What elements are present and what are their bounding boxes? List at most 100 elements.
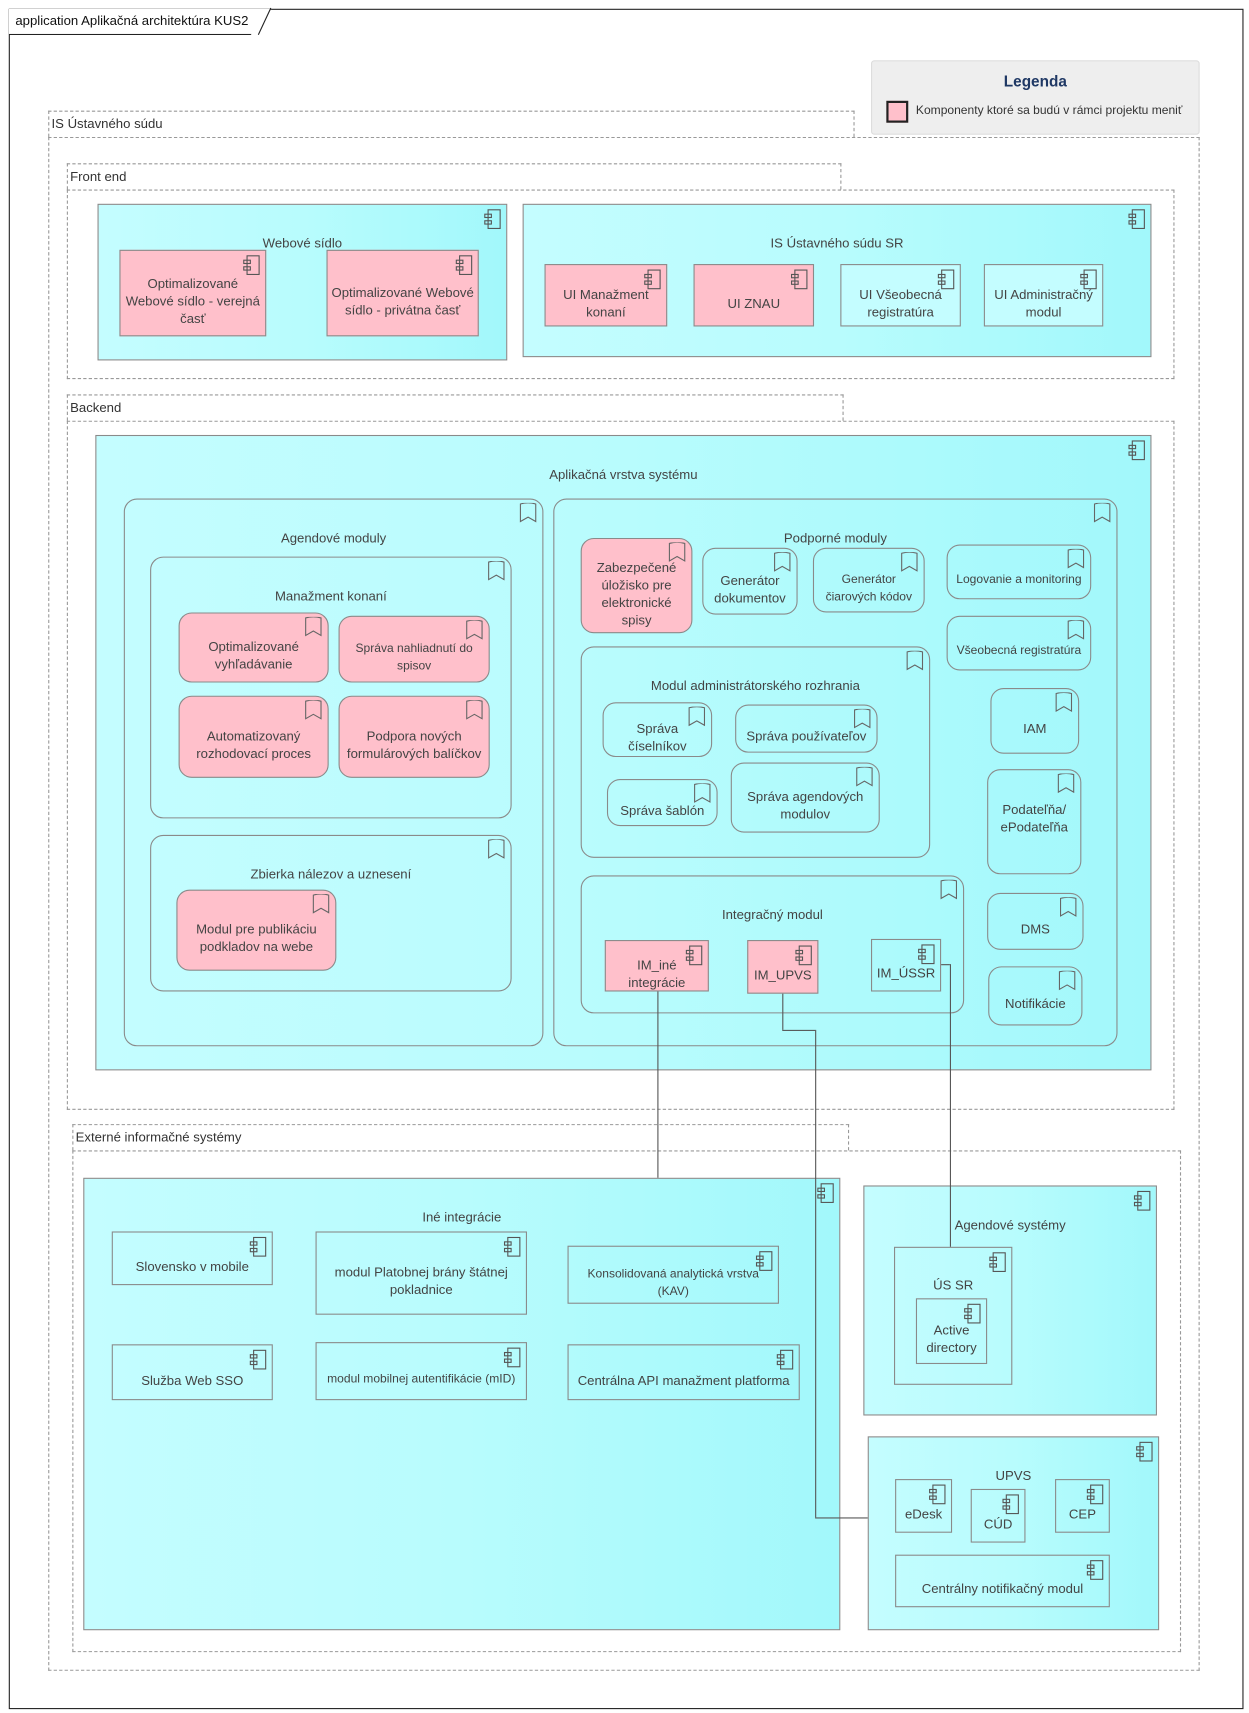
component-im-ine[interactable]: IM_iné integrácie [604,940,709,992]
module-manazment-konani[interactable]: Manažment konaní [150,556,512,819]
bookmark-icon [305,616,322,637]
diagram-title: application Aplikačná architektúra KUS2 [8,8,272,36]
component-mid[interactable]: modul mobilnej autentifikácie (mID) [315,1342,527,1401]
component-icon [791,269,808,290]
module-vseobecna-registratura[interactable]: Všeobecná registratúra [946,615,1092,671]
bookmark-icon [1057,773,1075,794]
component-cep[interactable]: CEP [1055,1479,1110,1533]
bookmark-icon [1059,897,1077,917]
module-sprava-agendovych[interactable]: Správa agendových modulov [730,762,880,833]
bookmark-icon [668,542,686,562]
component-upvs[interactable]: UPVS [867,1436,1160,1631]
module-sprava-ciselnikov[interactable]: Správa číselníkov [602,702,713,758]
bookmark-icon [519,502,537,523]
component-title: Aplikačná vrstva systému [549,466,698,483]
package-external [72,1150,1182,1653]
module-logovanie[interactable]: Logovanie a monitoring [946,544,1092,600]
bookmark-icon [312,894,330,914]
component-icon [755,1251,773,1271]
component-icon [249,1349,267,1370]
module-optimalizovane-vyhladavanie[interactable]: Optimalizované vyhľadávanie [178,612,329,683]
legend-item: Komponenty ktoré sa budú v rámci projekt… [915,104,1183,118]
component-im-upvs[interactable]: IM_UPVS [747,940,819,994]
module-zabezpecene-ulozisko[interactable]: Zabezpečené úložisko pre elektronické sp… [580,537,693,634]
component-ui-admin[interactable]: UI Administračný modul [983,264,1104,327]
connector-im-upvs-seg3 [815,1029,817,1518]
bookmark-icon [488,560,505,581]
component-ine-integracie[interactable]: Iné integrácie [83,1177,841,1631]
component-icon [644,269,661,290]
component-web-public[interactable]: Optimalizované Webové sídlo - verejná ča… [119,249,267,337]
package-external-label: Externé informačné systémy [72,1124,850,1151]
component-ui-manazment[interactable]: UI Manažment konaní [544,264,668,327]
component-icon [503,1347,521,1368]
component-icon [1128,440,1145,461]
bookmark-icon [1067,620,1085,640]
bookmark-icon [906,650,924,671]
bookmark-icon [1093,502,1111,523]
module-zbierka[interactable]: Zbierka nálezov a uznesení [150,834,512,992]
component-api-platforma[interactable]: Centrálna API manažment platforma [567,1344,800,1401]
module-podpora-formularov[interactable]: Podpora nových formulárových balíčkov [338,695,490,778]
component-centralny-notifikacny[interactable]: Centrálny notifikačný modul [895,1554,1110,1608]
module-notifikacie[interactable]: Notifikácie [988,966,1083,1026]
component-icon [455,255,473,275]
component-web-sso[interactable]: Služba Web SSO [111,1344,273,1401]
module-podatelna[interactable]: Podateľňa/ ePodateľňa [987,769,1082,875]
component-icon [484,209,501,229]
component-icon [1128,209,1145,229]
module-admin-rozhranie[interactable]: Modul administrátorského rozhrania [580,646,931,858]
component-slovensko-v-mobile[interactable]: Slovensko v mobile [111,1231,273,1286]
module-integracny[interactable]: Integračný modul [580,875,965,1014]
bookmark-icon [774,552,791,572]
component-title: Iné integrácie [422,1209,502,1225]
bookmark-icon [305,700,322,720]
module-generator-kodov[interactable]: Generátor čiarových kódov [812,547,925,613]
module-automatizovany-proces[interactable]: Automatizovaný rozhodovací proces [178,695,329,778]
component-edesk[interactable]: eDesk [895,1479,953,1533]
component-icon [776,1349,794,1370]
module-podporne[interactable]: Podporné moduly [553,498,1118,1047]
bookmark-icon [466,700,483,720]
legend-swatch [886,100,909,123]
component-platobna-brana[interactable]: modul Platobnej brány štátnej pokladnice [315,1231,527,1315]
component-ui-registratura[interactable]: UI Všeobecná registratúra [840,264,961,327]
component-im-ussr[interactable]: IM_ÚSSR [871,938,942,992]
module-title: Zbierka nálezov a uznesení [250,866,412,882]
component-agendove-systemy[interactable]: Agendové systémy [863,1185,1157,1416]
bookmark-icon [1055,692,1073,712]
component-icon [1086,1560,1104,1580]
component-cud[interactable]: CÚD [970,1488,1026,1543]
component-icon [795,945,812,966]
module-sprava-nahliadnuti[interactable]: Správa nahliadnutí do spisov [338,615,490,683]
component-icon [1133,1190,1151,1211]
module-sprava-sablon[interactable]: Správa šablón [606,778,718,827]
bookmark-icon [466,620,483,640]
component-icon [1080,269,1097,290]
component-icon [964,1303,981,1324]
module-title: Manažment konaní [274,588,387,604]
component-web-private[interactable]: Optimalizované Webové sídlo - privátna č… [326,249,479,337]
module-generator-dokumentov[interactable]: Generátor dokumentov [702,547,798,615]
module-title: Modul administrátorského rozhrania [650,678,860,694]
connector-im-upvs-seg2 [782,1029,816,1031]
module-publikacia[interactable]: Modul pre publikáciu podkladov na webe [176,889,337,971]
module-dms[interactable]: DMS [987,892,1084,950]
module-title: Podporné moduly [783,530,887,546]
bookmark-icon [1067,548,1085,569]
connector-im-ussr-seg1 [941,964,950,966]
module-sprava-pouzivatelov[interactable]: Správa používateľov [735,704,878,753]
module-agendove[interactable]: Agendové moduly [123,498,544,1047]
package-frontend [66,189,1175,380]
module-title: Agendové moduly [280,530,387,546]
component-us-sr[interactable]: ÚS SR [894,1246,1013,1385]
component-icon [503,1236,521,1257]
component-kav[interactable]: Konsolidovaná analytická vrstva (KAV) [567,1245,779,1304]
component-ui-znau[interactable]: UI ZNAU [693,264,815,327]
component-title: UPVS [995,1468,1032,1484]
module-iam[interactable]: IAM [990,688,1080,754]
component-icon [243,255,260,275]
bookmark-icon [688,706,706,727]
component-active-directory[interactable]: Active directory [915,1298,988,1365]
bookmark-icon [901,552,918,572]
